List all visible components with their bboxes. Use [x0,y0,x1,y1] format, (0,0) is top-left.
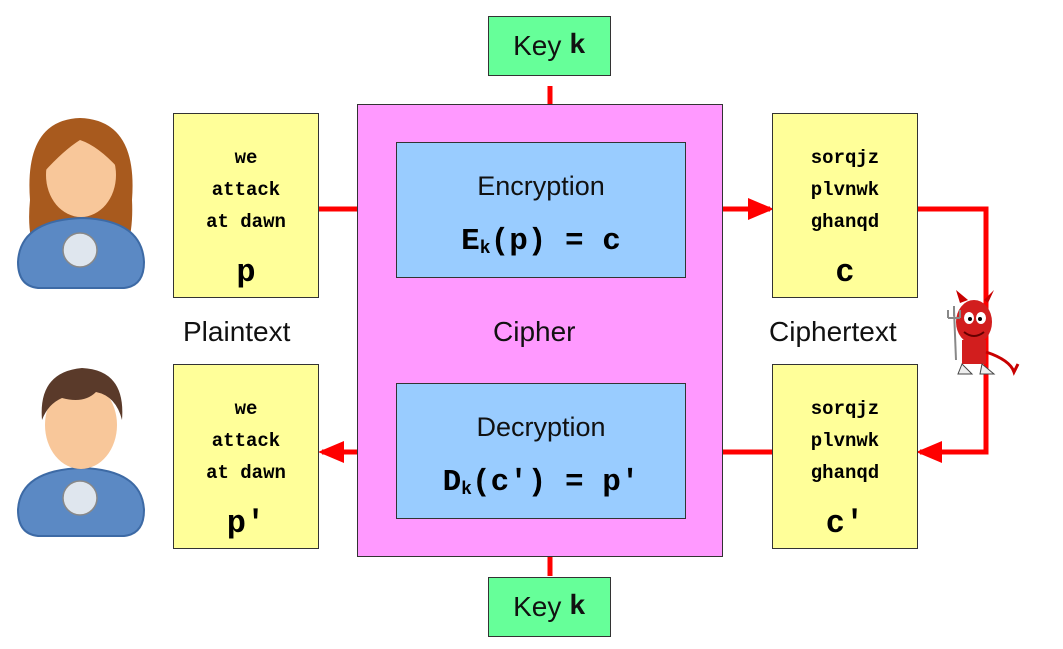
plaintext-line: at dawn [206,211,286,233]
decryption-formula: Dk(c′) = p′ [442,465,640,500]
key-variable: k [569,591,586,623]
plaintext-line: we [234,398,258,420]
plaintext-symbol: p [236,254,256,291]
ciphertext-line: sorqjz [810,147,880,169]
decryption-box: Decryption Dk(c′) = p′ [396,383,686,519]
plaintext-input-note: we attack at dawn p [173,113,319,298]
ciphertext-line: plvnwk [810,430,880,452]
devil-eavesdropper-icon [947,290,1020,376]
key-box-bottom: Key k [488,577,611,637]
plaintext-line: at dawn [206,462,286,484]
ciphertext-output-note: sorqjz plvnwk ghanqd c [772,113,918,298]
bob-avatar-icon [16,368,146,537]
plaintext-line: we [234,147,258,169]
plaintext-label: Plaintext [183,316,291,347]
cipher-label: Cipher [493,316,576,347]
ciphertext-line: plvnwk [810,179,880,201]
encryption-box: Encryption Ek(p) = c [396,142,686,278]
ciphertext-prime-symbol: c′ [825,505,865,542]
key-word: Key [513,591,562,622]
key-variable: k [569,30,586,62]
ciphertext-line: ghanqd [810,462,880,484]
plaintext-output-note: we attack at dawn p′ [173,364,319,549]
ciphertext-line: sorqjz [810,398,880,420]
plaintext-prime-symbol: p′ [226,505,266,542]
encryption-title: Encryption [477,171,605,201]
ciphertext-symbol: c [835,254,855,291]
decryption-title: Decryption [476,412,606,442]
key-word: Key [513,30,562,61]
alice-avatar-icon [16,118,146,289]
ciphertext-label: Ciphertext [769,316,897,347]
encryption-formula: Ek(p) = c [461,224,621,259]
key-box-top: Key k [488,16,611,76]
plaintext-line: attack [211,179,281,201]
plaintext-line: attack [211,430,281,452]
ciphertext-line: ghanqd [810,211,880,233]
ciphertext-input-note: sorqjz plvnwk ghanqd c′ [772,364,918,549]
